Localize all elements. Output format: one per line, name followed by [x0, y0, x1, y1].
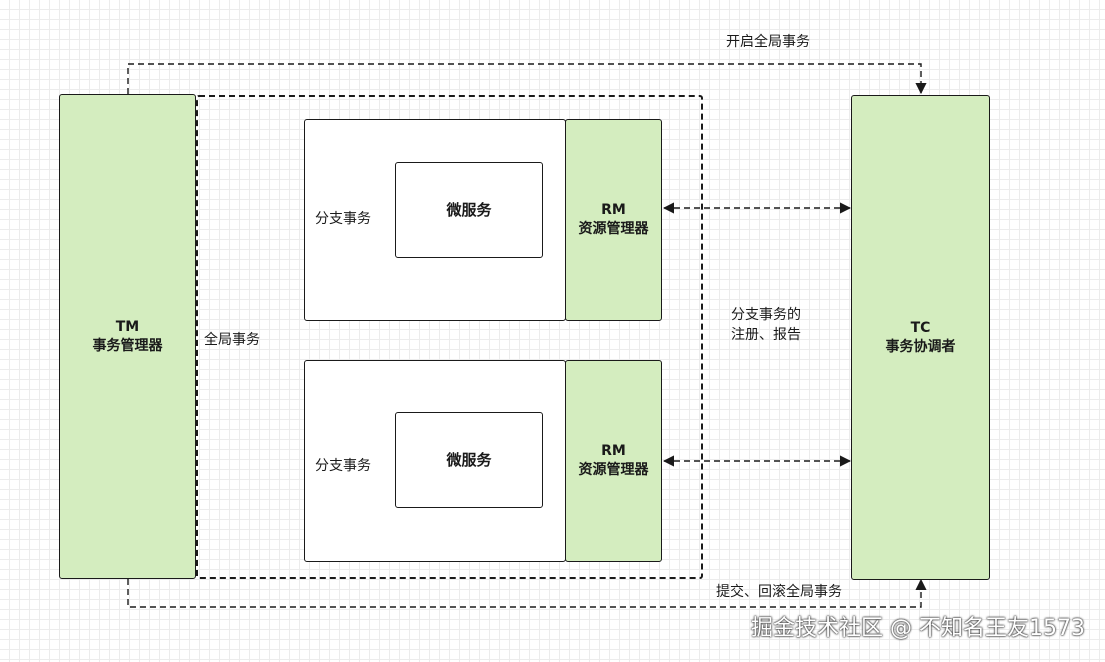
tc-node[interactable]: TC 事务协调者	[851, 95, 990, 580]
microservice-node-2[interactable]: 微服务	[395, 412, 543, 508]
rm-code-2: RM	[601, 443, 626, 459]
rm-code-1: RM	[601, 202, 626, 218]
rm-node-2[interactable]: RM 资源管理器	[565, 360, 662, 562]
commit-rollback-label: 提交、回滚全局事务	[716, 584, 842, 600]
branch-register-label-line1: 分支事务的	[731, 307, 801, 323]
tc-code: TC	[910, 319, 931, 336]
global-transaction-label: 全局事务	[204, 332, 260, 348]
global-transaction-container	[196, 95, 703, 579]
tm-node[interactable]: TM 事务管理器	[59, 94, 196, 579]
tm-code: TM	[115, 318, 140, 335]
tc-name: 事务协调者	[885, 338, 956, 355]
commit-rollback-arrow	[127, 578, 927, 608]
rm-node-1[interactable]: RM 资源管理器	[565, 119, 662, 321]
rm-name-1: 资源管理器	[578, 221, 649, 237]
microservice-label-1: 微服务	[446, 201, 492, 219]
rm-name-2: 资源管理器	[578, 462, 649, 478]
branch-transaction-label-2: 分支事务	[315, 458, 371, 474]
start-global-arrow	[127, 63, 927, 95]
branch-register-label-line2: 注册、报告	[731, 327, 801, 343]
start-global-label: 开启全局事务	[726, 34, 810, 50]
tm-name: 事务管理器	[92, 337, 163, 354]
branch-transaction-label-1: 分支事务	[315, 211, 371, 227]
microservice-node-1[interactable]: 微服务	[395, 162, 543, 258]
watermark-text: 掘金技术社区 @ 不知名王友1573	[751, 616, 1085, 641]
microservice-label-2: 微服务	[446, 451, 492, 469]
